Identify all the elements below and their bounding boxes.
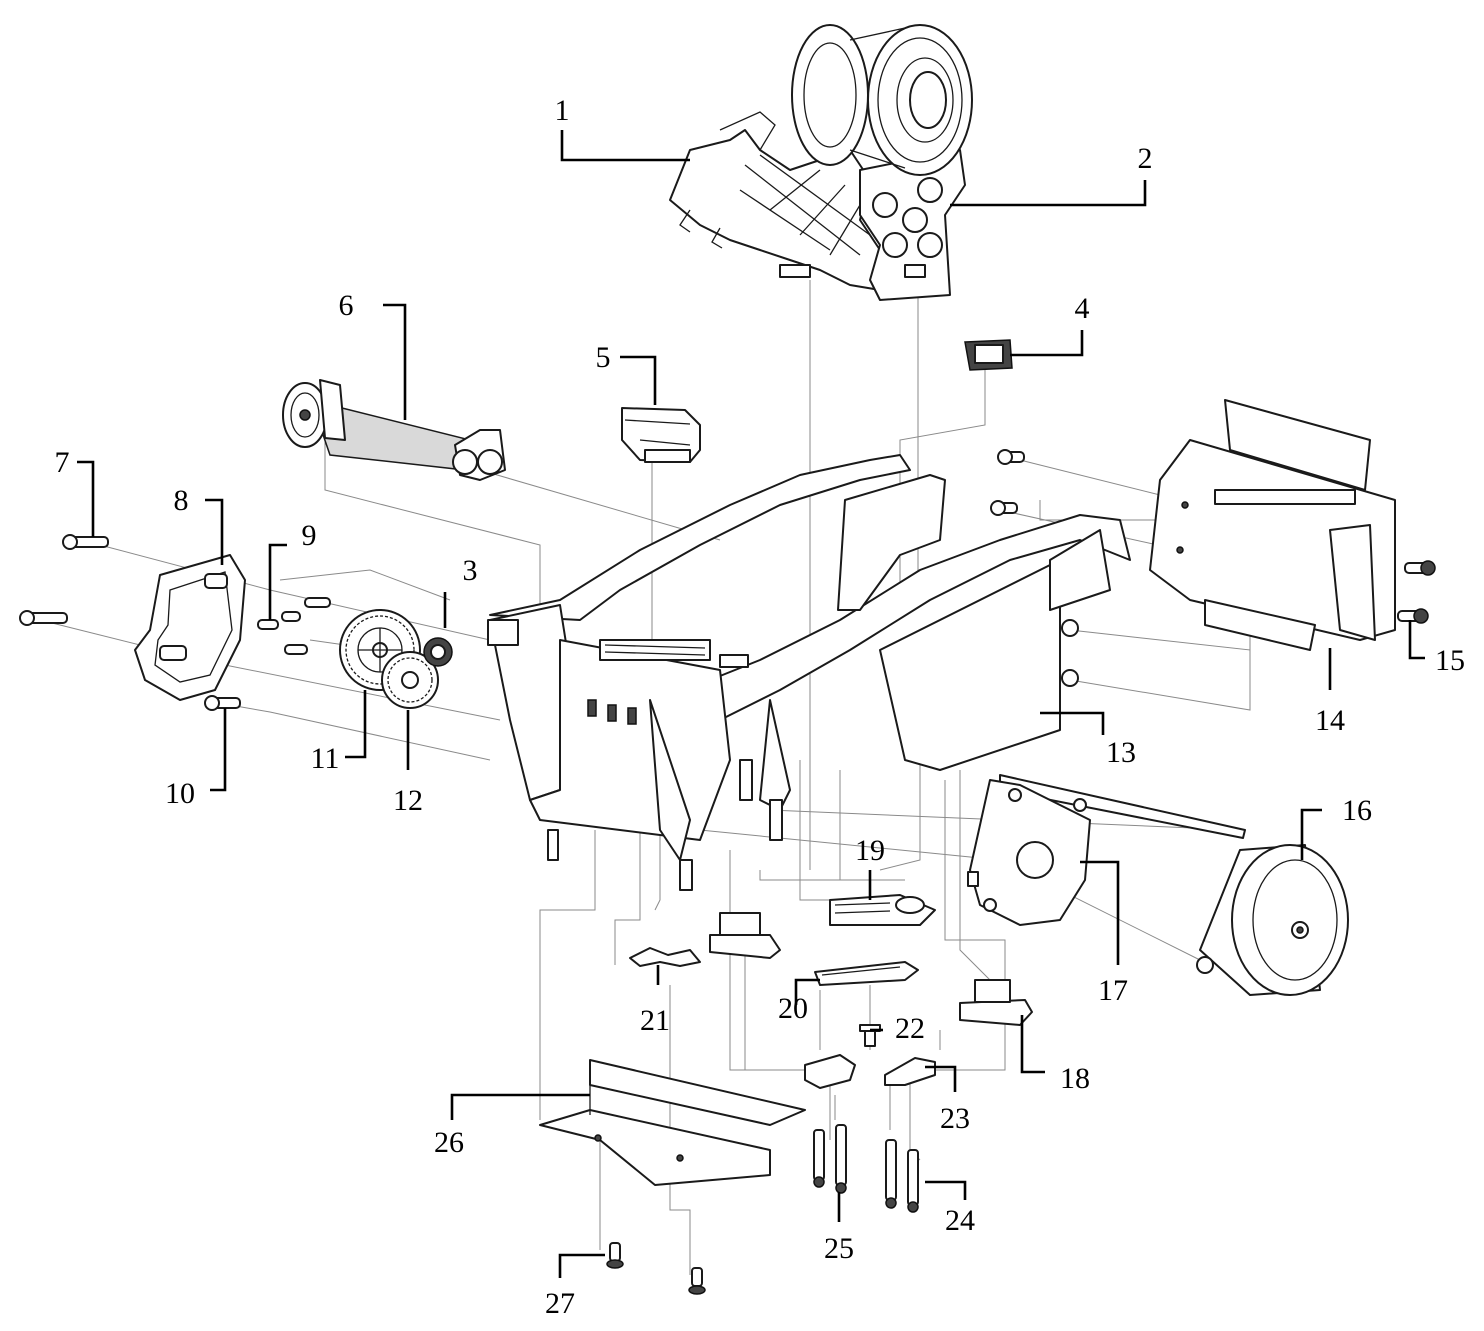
connector-block: [621, 407, 701, 463]
part-label-7: 7: [55, 446, 70, 479]
part-label-26: 26: [434, 1126, 464, 1159]
long-screws: [813, 1124, 919, 1213]
assembly-guide-lines: [39, 280, 1330, 1275]
part-label-4: 4: [1075, 292, 1090, 325]
part-label-23: 23: [940, 1102, 970, 1135]
screws-left: [19, 534, 241, 711]
part-label-6: 6: [339, 289, 354, 322]
side-plate: [134, 554, 246, 701]
part-label-14: 14: [1315, 704, 1345, 737]
leader-lines: [77, 130, 1425, 1278]
part-label-5: 5: [596, 341, 611, 374]
part-label-13: 13: [1106, 736, 1136, 769]
latch-block: [964, 339, 1013, 371]
stepper-motor: [1196, 844, 1349, 996]
base-plate: [539, 1059, 806, 1186]
main-frame: [487, 454, 1131, 891]
part-label-18: 18: [1060, 1062, 1090, 1095]
part-label-27: 27: [545, 1287, 575, 1320]
part-label-15: 15: [1435, 644, 1465, 677]
spool-bracket-assembly: [669, 24, 973, 301]
part-label-10: 10: [165, 777, 195, 810]
part-label-25: 25: [824, 1232, 854, 1265]
platen-roller: [282, 379, 506, 481]
part-label-8: 8: [174, 484, 189, 517]
part-label-21: 21: [640, 1004, 670, 1037]
gear-train: [339, 609, 453, 709]
part-label-22: 22: [895, 1012, 925, 1045]
part-label-2: 2: [1138, 142, 1153, 175]
cams: [804, 1054, 936, 1089]
motor-bracket: [967, 774, 1246, 926]
part-label-24: 24: [945, 1204, 975, 1237]
part-label-9: 9: [302, 519, 317, 552]
part-label-19: 19: [855, 834, 885, 867]
part-label-12: 12: [393, 784, 423, 817]
part-label-3: 3: [463, 554, 478, 587]
part-label-16: 16: [1342, 794, 1372, 827]
part-label-1: 1: [555, 94, 570, 127]
part-label-11: 11: [311, 742, 340, 775]
bottom-screws: [606, 1242, 706, 1295]
small-brackets: [709, 894, 1033, 1047]
part-label-17: 17: [1098, 974, 1128, 1007]
spring-clip: [629, 947, 701, 967]
pins: [257, 597, 331, 655]
part-label-20: 20: [778, 992, 808, 1025]
part-number-labels: 1 2 3 4 5 6 7 8 9 10 11 12 13 14 15 16 1…: [55, 94, 1466, 1320]
cover-plate: [1149, 399, 1396, 651]
